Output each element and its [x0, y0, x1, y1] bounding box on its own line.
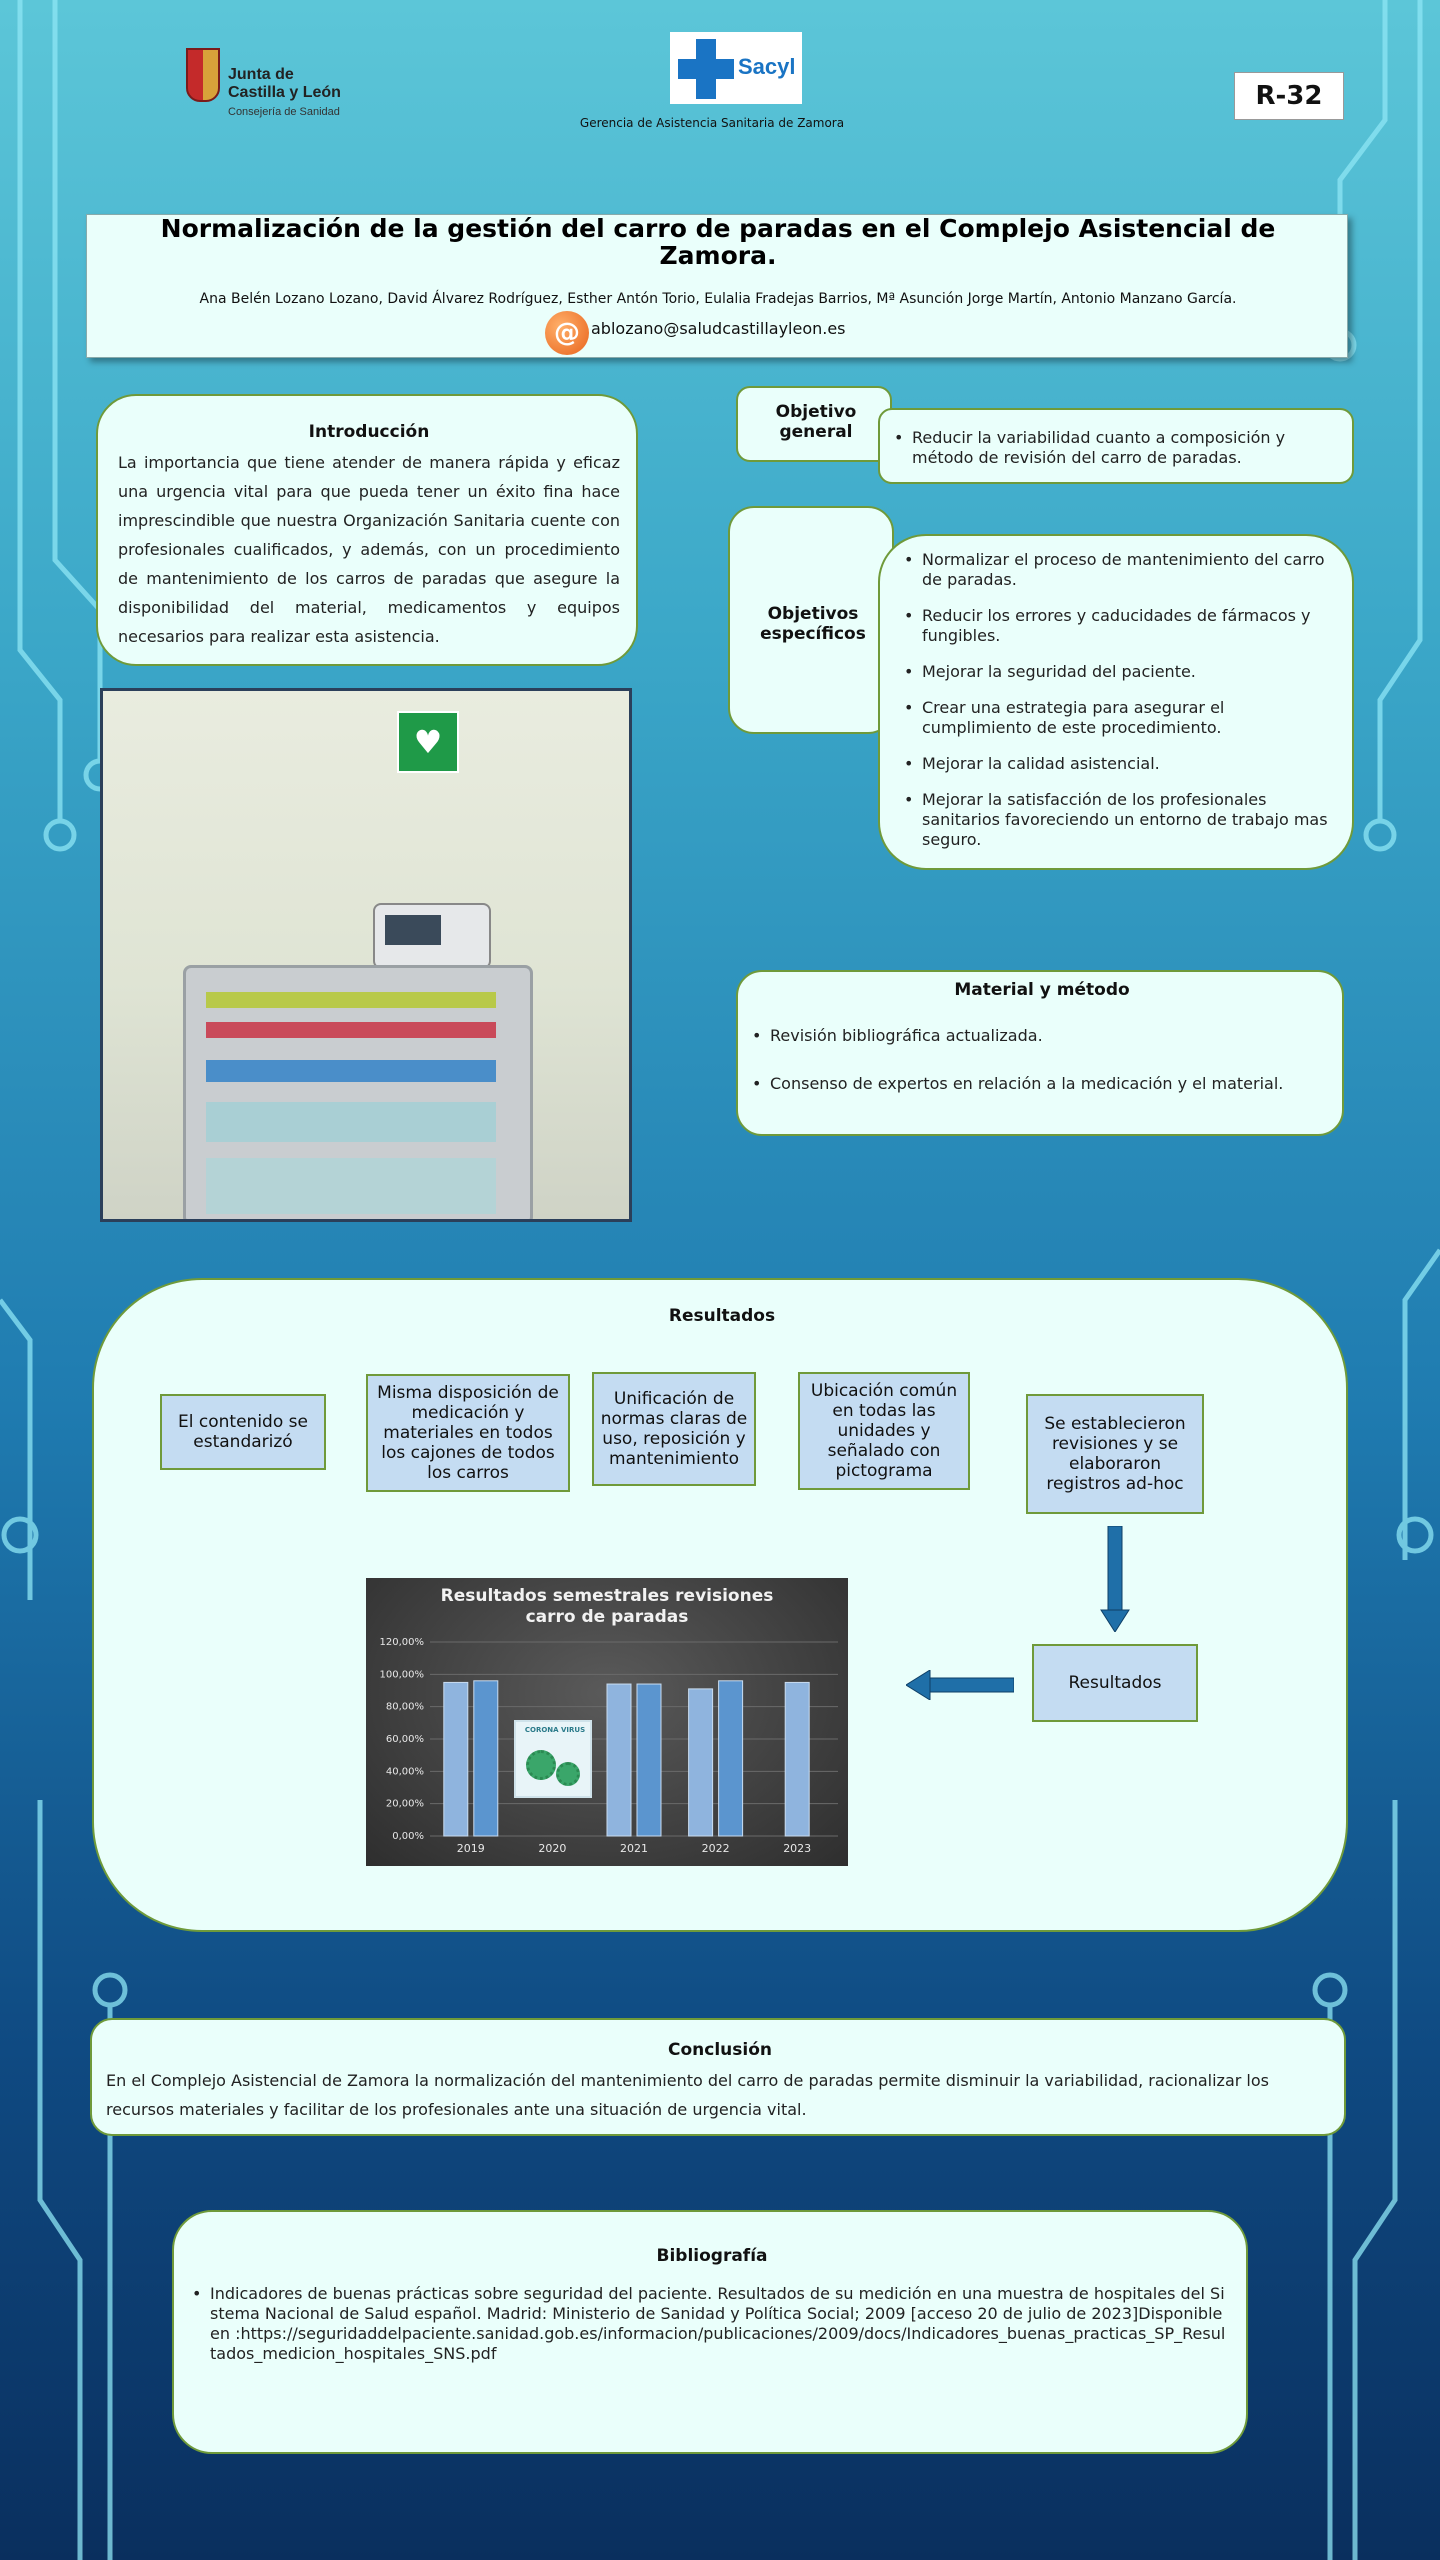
objetivos-especificos-label-box: Objetivos específicos — [728, 506, 894, 734]
email-icon: @ — [545, 311, 589, 355]
chart-bar — [636, 1683, 662, 1837]
chart-y-tick-label: 0,00% — [392, 1831, 424, 1842]
arrow-left-icon — [906, 1670, 1014, 1700]
chart-y-tick-label: 20,00% — [386, 1799, 424, 1810]
crash-cart-photo: ♥ — [100, 688, 632, 1222]
conclusion-panel: Conclusión En el Complejo Asistencial de… — [90, 2018, 1346, 2136]
chart-bar — [473, 1680, 499, 1837]
introduccion-body: La importancia que tiene atender de mane… — [118, 453, 620, 646]
junta-logo: Junta de Castilla y León Consejería de S… — [186, 44, 366, 122]
email-address[interactable]: ablozano@saludcastillayleon.es — [591, 319, 846, 338]
list-item: Revisión bibliográfica actualizada. — [750, 1026, 1330, 1046]
objetivos-especificos-list: Normalizar el proceso de mantenimiento d… — [902, 550, 1332, 850]
virus-icon — [526, 1750, 556, 1780]
chart-x-tick-label: 2020 — [538, 1842, 566, 1855]
objetivo-general-list: Reducir la variabilidad cuanto a composi… — [892, 428, 1338, 468]
result-box-ubicacion: Ubicación común en todas las unidades y … — [798, 1372, 970, 1490]
chart-x-tick-label: 2019 — [457, 1842, 485, 1855]
header-subtitle: Gerencia de Asistencia Sanitaria de Zamo… — [579, 116, 845, 130]
covid-label: CORONA VIRUS — [524, 1726, 586, 1734]
list-item: Reducir la variabilidad cuanto a composi… — [892, 428, 1338, 468]
result-box-estandarizo: El contenido se estandarizó — [160, 1394, 326, 1470]
virus-icon — [556, 1762, 580, 1786]
sacyl-logo-text: Sacyl — [738, 54, 796, 79]
chart-y-tick-label: 100,00% — [380, 1669, 425, 1680]
conclusion-body: En el Complejo Asistencial de Zamora la … — [106, 2071, 1269, 2119]
poster-title: Normalización de la gestión del carro de… — [160, 214, 1276, 270]
result-box-revisiones: Se establecieron revisiones y se elabora… — [1026, 1394, 1204, 1514]
conclusion-title: Conclusión — [668, 2040, 772, 2060]
chart-bar — [688, 1688, 714, 1837]
arrow-down-icon — [1100, 1526, 1130, 1632]
introduccion-title: Introducción — [308, 422, 430, 442]
list-item: Mejorar la seguridad del paciente. — [902, 662, 1332, 682]
junta-logo-line3: Consejería de Sanidad — [228, 106, 340, 118]
introduccion-panel: Introducción La importancia que tiene at… — [96, 394, 638, 666]
list-item: Mejorar la calidad asistencial. — [902, 754, 1332, 774]
material-panel: Material y método Revisión bibliográfica… — [736, 970, 1344, 1136]
chart-bar — [784, 1681, 810, 1837]
chart-plot: 0,00% 20,00% 40,00% 60,00% 80,00% 100,00% 120,… — [380, 1637, 838, 1855]
bibliografia-list: Indicadores de buenas prácticas sobre se… — [190, 2284, 1230, 2364]
chart-y-tick-label: 60,00% — [386, 1734, 424, 1745]
bibliografia-title: Bibliografía — [656, 2246, 768, 2266]
objetivo-general-label-box: Objetivo general — [736, 386, 892, 462]
junta-logo-line1: Junta de — [228, 66, 294, 83]
title-panel: Normalización de la gestión del carro de… — [86, 214, 1348, 358]
resultados-title: Resultados — [668, 1306, 776, 1326]
junta-logo-line2: Castilla y León — [228, 84, 341, 101]
cart-body — [183, 965, 533, 1219]
chart-y-tick-label: 40,00% — [386, 1766, 424, 1777]
objetivo-general-label: Objetivo general — [775, 402, 857, 442]
chart-bar — [443, 1681, 469, 1837]
defibrillator-icon — [373, 903, 491, 969]
poster-code: R-32 — [1234, 72, 1344, 120]
result-box-disposicion: Misma disposición de medicación y materi… — [366, 1374, 570, 1492]
chart-bar — [606, 1683, 632, 1837]
chart-title: Resultados semestrales revisiones carro … — [440, 1586, 774, 1627]
covid-image: CORONA VIRUS — [514, 1720, 592, 1798]
chart-x-tick-label: 2021 — [620, 1842, 648, 1855]
material-list: Revisión bibliográfica actualizada. Cons… — [750, 1026, 1330, 1094]
material-title: Material y método — [954, 980, 1130, 1000]
chart-x-tick-label: 2022 — [702, 1842, 730, 1855]
chart-y-tick-label: 120,00% — [380, 1637, 425, 1648]
chart-x-tick-label: 2023 — [783, 1842, 811, 1855]
sacyl-cross-icon — [678, 39, 734, 99]
chart-y-tick-label: 80,00% — [386, 1702, 424, 1713]
chart-bar — [718, 1680, 744, 1837]
coat-of-arms-icon — [186, 48, 220, 102]
results-chart: Resultados semestrales revisiones carro … — [366, 1578, 848, 1866]
objetivos-especificos-panel: Normalizar el proceso de mantenimiento d… — [878, 534, 1354, 870]
list-item: Mejorar la satisfacción de los profesion… — [902, 790, 1332, 850]
list-item: Consenso de expertos en relación a la me… — [750, 1074, 1330, 1094]
sacyl-logo: Sacyl — [670, 32, 802, 104]
defibrillator-sign-icon: ♥ — [397, 711, 459, 773]
authors: Ana Belén Lozano Lozano, David Álvarez R… — [199, 291, 1237, 307]
result-box-resultados: Resultados — [1032, 1644, 1198, 1722]
objetivo-general-panel: Reducir la variabilidad cuanto a composi… — [878, 408, 1354, 484]
result-box-normas: Unificación de normas claras de uso, rep… — [592, 1372, 756, 1486]
list-item: Indicadores de buenas prácticas sobre se… — [190, 2284, 1230, 2364]
list-item: Crear una estrategia para asegurar el cu… — [902, 698, 1332, 738]
objetivos-especificos-label: Objetivos específicos — [760, 604, 866, 644]
bibliografia-panel: Bibliografía Indicadores de buenas práct… — [172, 2210, 1248, 2454]
list-item: Reducir los errores y caducidades de fár… — [902, 606, 1332, 646]
list-item: Normalizar el proceso de mantenimiento d… — [902, 550, 1332, 590]
